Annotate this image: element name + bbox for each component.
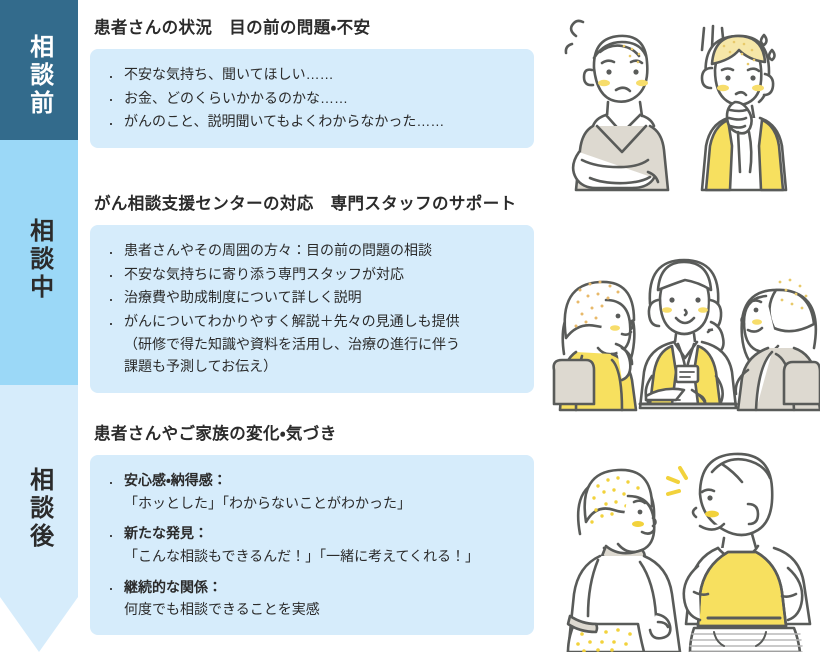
list-item: 新たな発見： 「こんな相談もできるんだ！」「一緒に考えてくれる！」 — [104, 521, 518, 567]
section-before-consultation: 患者さんの状況 目の前の問題・不安 不安な気持ち、聞いてほしい…… お金、どのく… — [90, 14, 534, 149]
bullet-lead: 継続的な関係： — [124, 578, 222, 595]
bullet-text: 不安な気持ち、聞いてほしい…… — [124, 66, 334, 82]
bullet-lead: 安心感・納得感： — [124, 472, 227, 488]
worried-elderly-couple-illustration — [552, 2, 820, 194]
relieved-couple-talking-illustration — [552, 442, 820, 652]
bullet-list-after: 安心感・納得感： 「ホッとした」「わからないことがわかった」 新たな発見： 「こ… — [104, 468, 518, 621]
section-heading-after: 患者さんやご家族の変化・気づき — [94, 425, 337, 443]
bullet-sub: 「こんな相談もできるんだ！」「一緒に考えてくれる！」 — [124, 548, 480, 565]
list-item: 不安な気持ち、聞いてほしい…… — [104, 62, 518, 91]
info-box-after: 安心感・納得感： 「ホッとした」「わからないことがわかった」 新たな発見： 「こ… — [90, 455, 534, 636]
bullet-text: 不安な気持ちに寄り添う専門スタッフが対応 — [124, 265, 404, 282]
list-item: お金、どのくらいかかるのかな…… — [104, 85, 518, 114]
section-during-consultation: がん相談支援センターの対応 専門スタッフのサポート 患者さんやその周囲の方々：目… — [90, 190, 534, 394]
bullet-text: 治療費や助成制度について詳しく説明 — [124, 289, 362, 306]
bullet-text: お金、どのくらいかかるのかな…… — [124, 89, 348, 106]
list-item: 安心感・納得感： 「ホッとした」「わからないことがわかった」 — [104, 468, 518, 514]
bullet-lead: 新たな発見： — [124, 525, 208, 542]
phase-arrow-column: 相談前 相談中 相談後 — [0, 0, 78, 652]
bullet-list-before: 不安な気持ち、聞いてほしい…… お金、どのくらいかかるのかな…… がんのこと、説… — [104, 62, 518, 138]
bullet-continuation: （研修で得た知識や資料を活用し、治療の進行に伴う — [124, 335, 460, 352]
bullet-text: がんのこと、説明聞いてもよくわからなかった…… — [124, 113, 445, 130]
phase-arrow-after: 相談後 — [0, 385, 78, 652]
bullet-sub: 「ホッとした」「わからないことがわかった」 — [124, 494, 411, 511]
list-item: がんについてわかりやすく解説＋先々の見通しも提供 （研修で得た知識や資料を活用し… — [104, 309, 518, 378]
consultation-with-staff-illustration — [552, 248, 820, 413]
list-item: 患者さんやその周囲の方々：目の前の問題の相談 — [104, 238, 518, 267]
list-item: がんのこと、説明聞いてもよくわからなかった…… — [104, 109, 518, 138]
list-item: 治療費や助成制度について詳しく説明 — [104, 285, 518, 314]
phase-label-during: 相談中 — [25, 218, 53, 302]
bullet-sub: 何度でも相談できることを実感 — [124, 601, 320, 618]
bullet-text: 患者さんやその周囲の方々：目の前の問題の相談 — [124, 242, 432, 258]
list-item: 継続的な関係： 何度でも相談できることを実感 — [104, 574, 518, 621]
bullet-continuation: 課題も予測してお伝え） — [124, 358, 278, 375]
info-box-during: 患者さんやその周囲の方々：目の前の問題の相談 不安な気持ちに寄り添う専門スタッフ… — [90, 225, 534, 394]
phase-label-after: 相談後 — [25, 467, 53, 551]
bullet-list-during: 患者さんやその周囲の方々：目の前の問題の相談 不安な気持ちに寄り添う専門スタッフ… — [104, 238, 518, 378]
list-item: 不安な気持ちに寄り添う専門スタッフが対応 — [104, 261, 518, 290]
section-after-consultation: 患者さんやご家族の変化・気づき 安心感・納得感： 「ホッとした」「わからないこと… — [90, 420, 534, 636]
bullet-text: がんについてわかりやすく解説＋先々の見通しも提供 — [124, 313, 460, 330]
info-box-before: 不安な気持ち、聞いてほしい…… お金、どのくらいかかるのかな…… がんのこと、説… — [90, 49, 534, 149]
section-heading-before: 患者さんの状況 目の前の問題・不安 — [94, 19, 371, 37]
phase-label-before: 相談前 — [25, 34, 53, 118]
section-heading-during: がん相談支援センターの対応 専門スタッフのサポート — [94, 195, 517, 213]
